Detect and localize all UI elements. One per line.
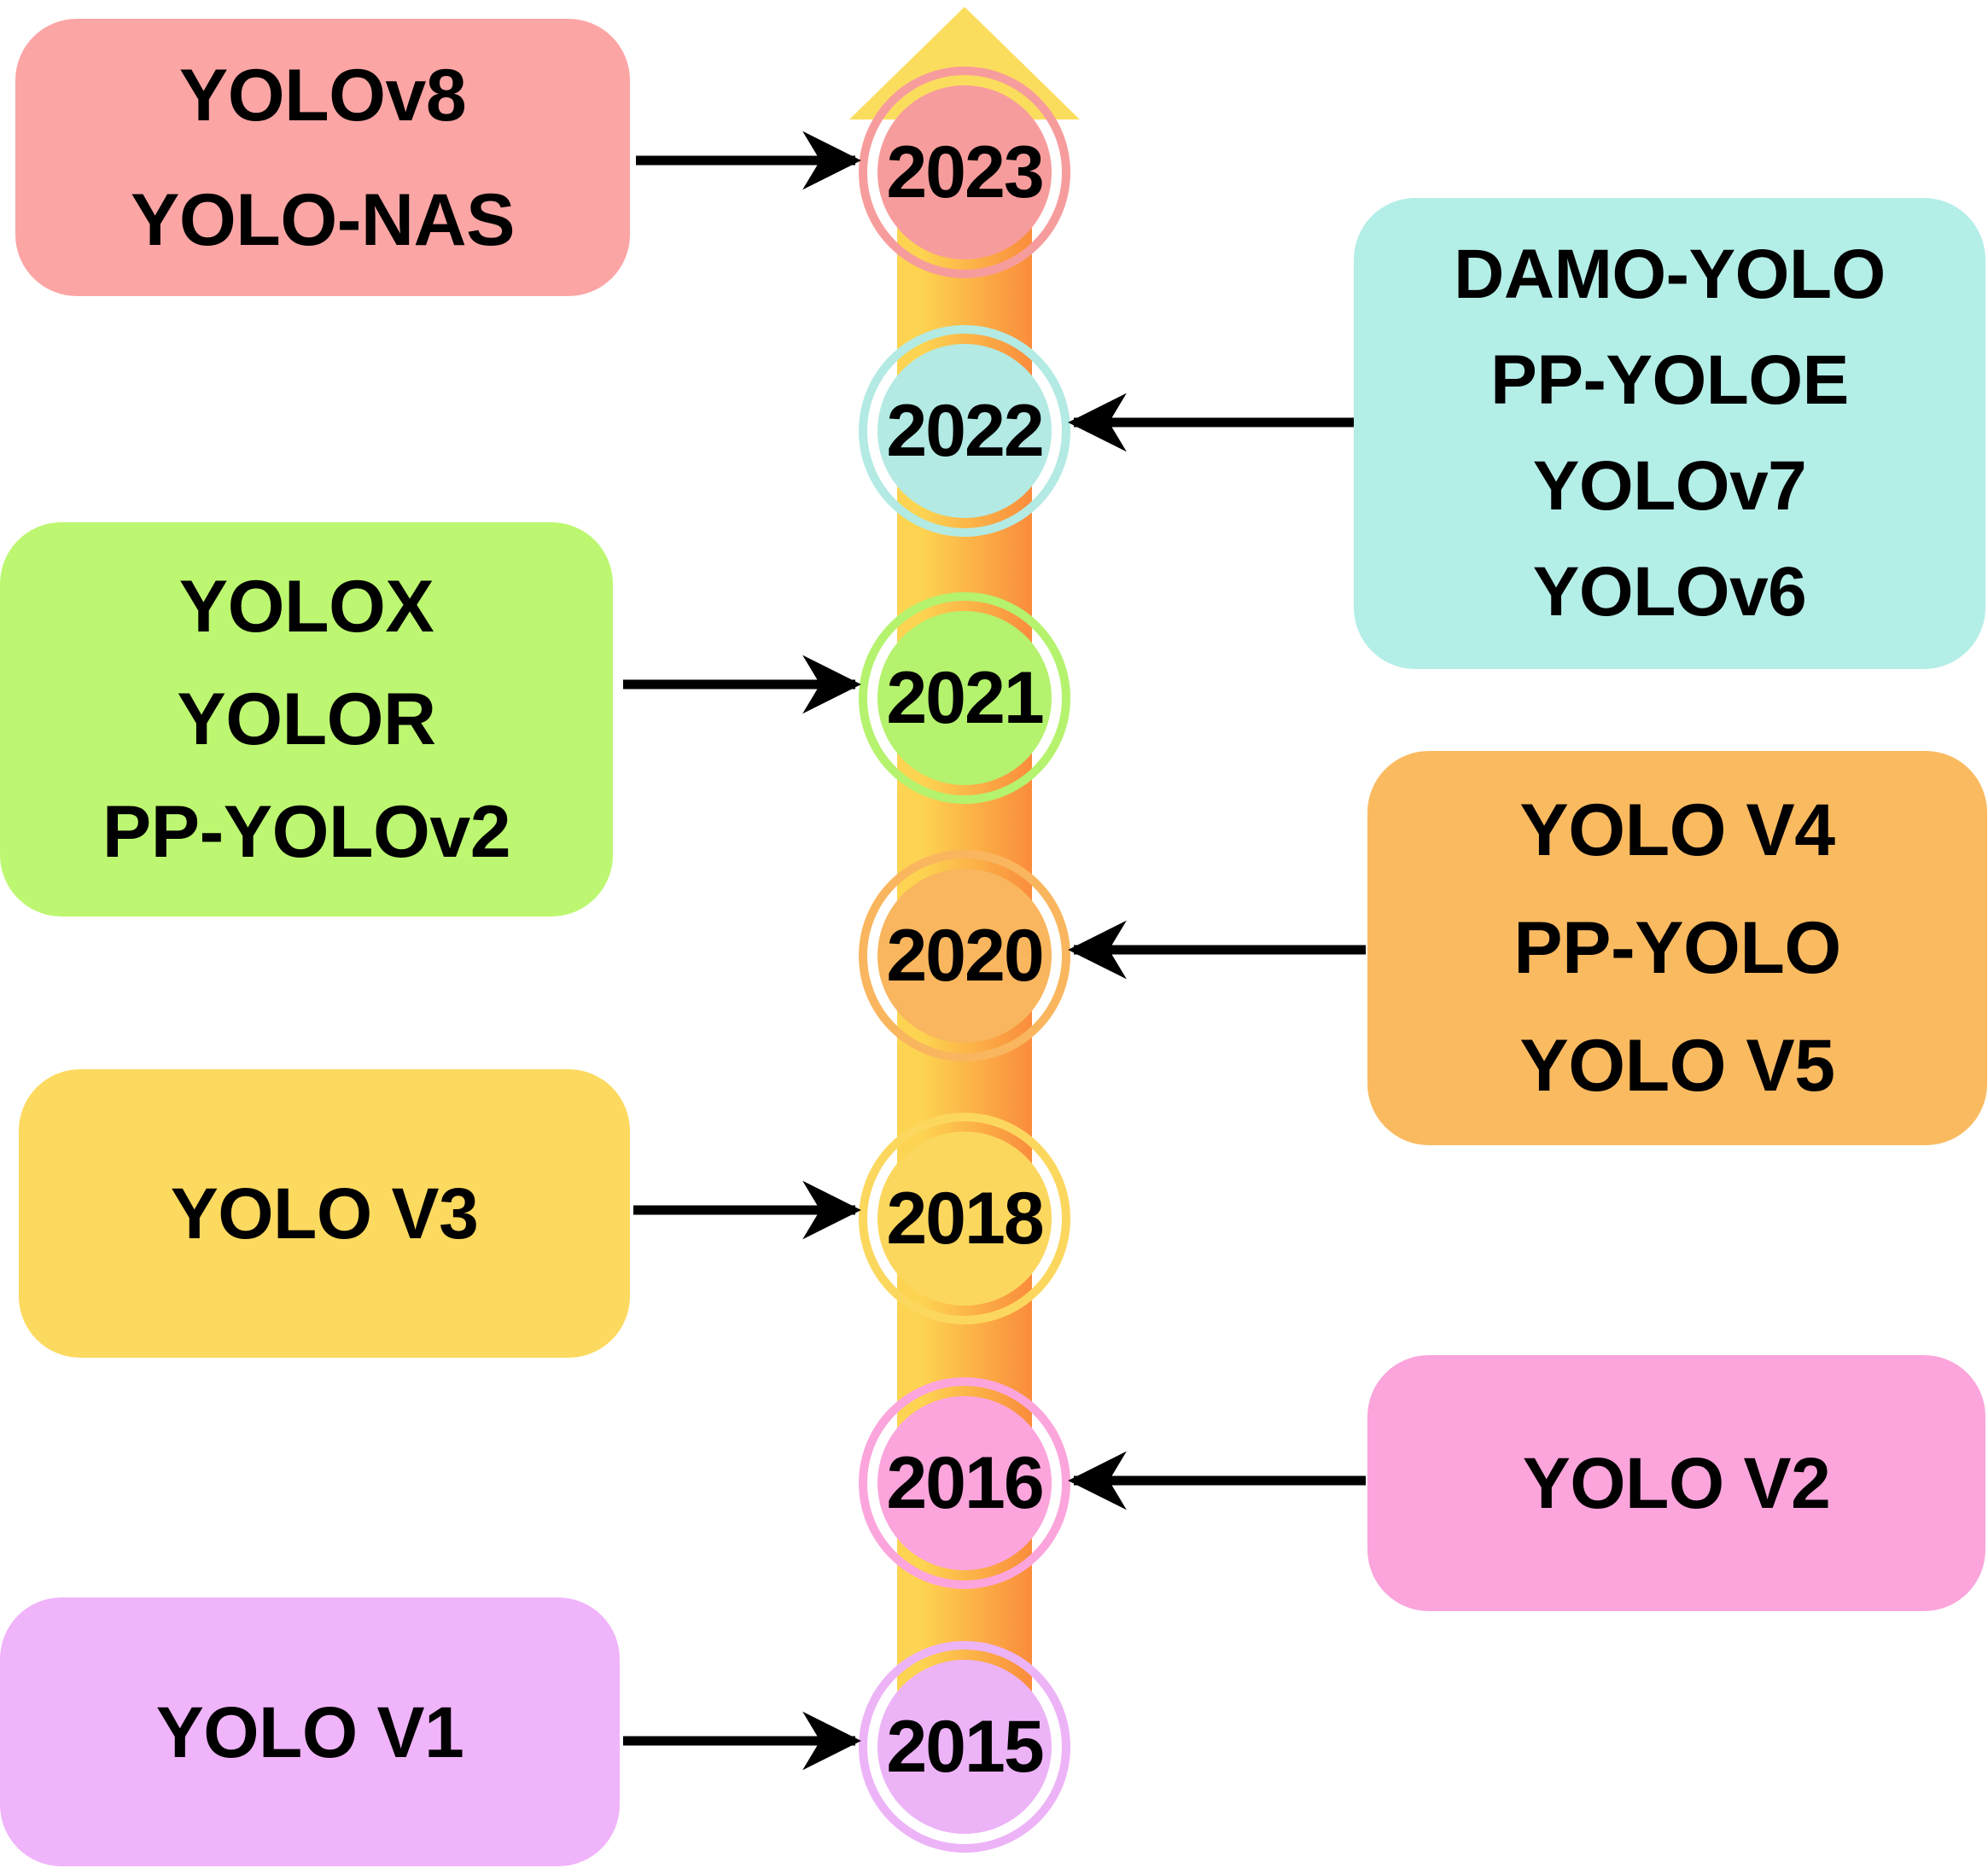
card-2016[interactable]: YOLO V2 (1367, 1355, 1985, 1611)
milestone-circle-2021[interactable] (859, 592, 1070, 804)
card-line: YOLOv6 (1532, 553, 1807, 631)
card-2015[interactable]: YOLO V1 (0, 1597, 620, 1866)
connector-arrows (623, 131, 1366, 1771)
milestone-outer-ring (859, 592, 1070, 804)
card-line: YOLOX (178, 566, 434, 648)
milestone-disc (877, 1660, 1052, 1834)
milestone-disc (877, 869, 1052, 1043)
milestone-outer-ring (859, 67, 1070, 278)
card-line: YOLOv7 (1532, 447, 1807, 525)
milestone-circles (859, 67, 1070, 1853)
card-line: PP-YOLOv2 (102, 791, 511, 873)
milestone-outer-ring (859, 1641, 1070, 1853)
milestone-circle-2016[interactable] (859, 1377, 1070, 1589)
card-2021[interactable]: YOLOX YOLOR PP-YOLOv2 (0, 522, 613, 917)
milestone-outer-ring (859, 1377, 1070, 1589)
milestone-disc (877, 1132, 1052, 1306)
milestone-circle-2023[interactable] (859, 67, 1070, 278)
card-line: YOLO V5 (1519, 1025, 1835, 1107)
milestone-circle-2015[interactable] (859, 1641, 1070, 1853)
card-line: PP-YOLOE (1490, 341, 1849, 419)
milestone-circle-2022[interactable] (859, 325, 1070, 537)
card-2020[interactable]: YOLO V4 PP-YOLO YOLO V5 (1367, 751, 1987, 1145)
milestone-disc (877, 344, 1052, 518)
card-2018[interactable]: YOLO V3 (19, 1069, 630, 1358)
milestone-disc (877, 85, 1052, 259)
card-line: YOLO V1 (155, 1691, 464, 1772)
card-line: YOLO V3 (170, 1173, 479, 1254)
milestone-disc (877, 611, 1052, 785)
card-line: YOLO V4 (1519, 789, 1835, 871)
milestone-outer-ring (859, 1113, 1070, 1324)
card-line: YOLO V2 (1522, 1443, 1831, 1523)
card-line: PP-YOLO (1513, 907, 1841, 989)
card-line: YOLO-NAS (131, 178, 515, 261)
milestone-disc (877, 1396, 1052, 1570)
milestone-outer-ring (859, 325, 1070, 537)
card-line: DAMO-YOLO (1454, 236, 1886, 313)
milestone-outer-ring (859, 850, 1070, 1062)
card-line: YOLOv8 (178, 54, 467, 137)
milestone-circle-2018[interactable] (859, 1113, 1070, 1324)
card-line: YOLOR (177, 678, 436, 760)
milestone-circle-2020[interactable] (859, 850, 1070, 1062)
